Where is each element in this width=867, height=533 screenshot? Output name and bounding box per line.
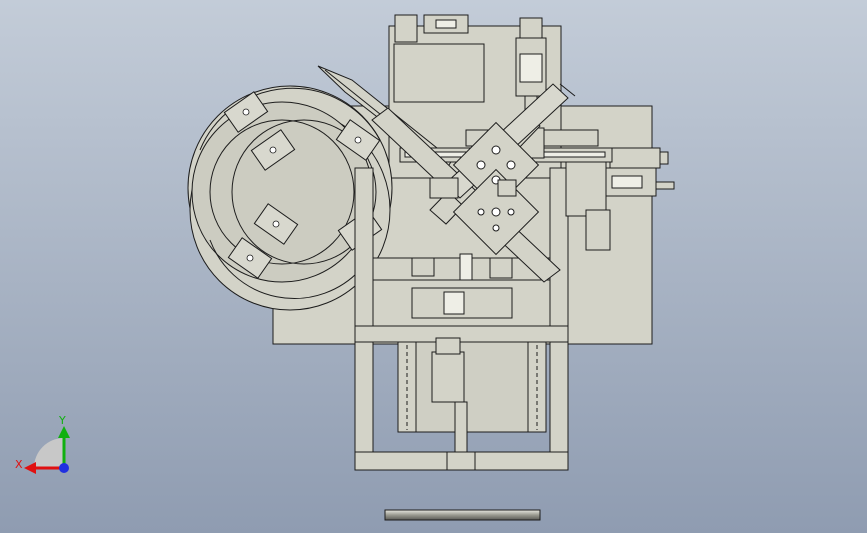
lower-cylinder-foot (446, 451, 476, 471)
lower-cylinder-rod (454, 401, 468, 455)
top-cylinder-cap (519, 17, 543, 39)
rotary-plate-upper (452, 121, 540, 209)
lower-cylinder-head (435, 337, 461, 355)
y-axis-label: Y (58, 414, 66, 427)
right-cylinder-rod (655, 181, 675, 190)
lower-left-block (411, 257, 435, 277)
machine-assembly (187, 14, 675, 521)
reference-rod (384, 509, 541, 521)
frame-left-post (354, 167, 374, 471)
x-axis-label: X (15, 458, 23, 471)
center-block-left (429, 177, 459, 199)
right-bracket (565, 159, 607, 217)
coordinate-triad: Y X (15, 414, 70, 474)
upper-housing-window (393, 43, 485, 103)
lower-center-block (489, 257, 513, 279)
z-axis-dot (59, 463, 69, 473)
top-bracket-left (394, 14, 418, 43)
lower-cylinder-body (431, 351, 465, 403)
upper-right-cylinder (609, 147, 661, 169)
center-block-right (497, 179, 517, 197)
frame-middle-rail (354, 325, 569, 343)
right-block (585, 209, 611, 251)
upper-right-cap (659, 151, 669, 165)
frame-right-post (549, 167, 569, 471)
